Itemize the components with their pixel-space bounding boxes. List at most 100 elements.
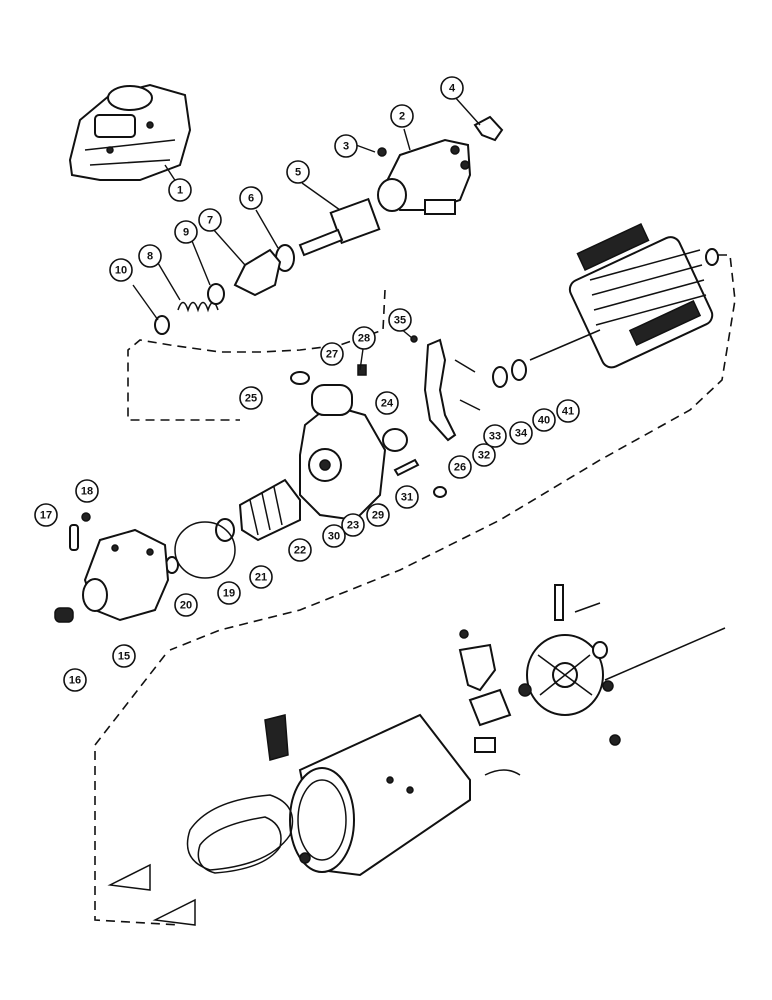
direction-arrow-upper	[107, 863, 151, 891]
callout-circle	[395, 485, 419, 509]
callout-circle	[198, 208, 222, 232]
callout-22: 22	[288, 538, 312, 562]
callout-label: 21	[255, 572, 267, 584]
callout-circle	[320, 342, 344, 366]
commutator-end-frame	[526, 584, 726, 746]
callout-label: 4	[449, 83, 456, 95]
callout-circle	[532, 408, 556, 432]
clip-part-35	[410, 335, 418, 343]
direction-arrow-lower	[152, 898, 196, 926]
callout-circle	[388, 308, 412, 332]
callout-circle	[366, 503, 390, 527]
callout-circle	[334, 134, 358, 158]
brush-holders	[458, 629, 532, 776]
callout-20: 20	[174, 593, 198, 617]
callout-33: 33	[483, 424, 507, 448]
callout-circle	[509, 421, 533, 445]
callout-1: 1	[168, 178, 192, 202]
dashed-group-upper	[127, 289, 386, 421]
callout-label: 10	[115, 265, 127, 277]
callout-label: 41	[562, 406, 574, 418]
callout-circle	[556, 399, 580, 423]
spring-part-8	[177, 301, 219, 313]
callout-34: 34	[509, 421, 533, 445]
callout-label: 1	[177, 185, 183, 197]
callout-circle	[112, 644, 136, 668]
starter-assembly-part-1	[68, 83, 192, 181]
callout-circle	[174, 220, 198, 244]
callout-7: 7	[198, 208, 222, 232]
callout-35: 35	[388, 308, 412, 332]
screw-part-3	[377, 147, 387, 157]
pin-part-34	[454, 359, 476, 373]
callout-24: 24	[375, 391, 399, 415]
callout-17: 17	[34, 503, 58, 527]
callout-label: 19	[223, 588, 235, 600]
washer-part-41	[511, 359, 527, 381]
callout-label: 35	[394, 315, 406, 327]
callout-label: 3	[343, 141, 349, 153]
callout-label: 2	[399, 111, 405, 123]
callout-circle	[440, 76, 464, 100]
callout-circle	[286, 160, 310, 184]
pin-part-17	[69, 524, 79, 551]
nut-part-26	[433, 486, 447, 498]
callout-label: 20	[180, 600, 192, 612]
armature	[529, 223, 719, 369]
solenoid-part-2	[377, 138, 472, 215]
callout-circle	[483, 424, 507, 448]
callouts: 1234567891015161718192021222324252627282…	[34, 76, 580, 692]
callout-label: 40	[538, 415, 550, 427]
callout-circle	[322, 524, 346, 548]
callout-circle	[341, 513, 365, 537]
callout-label: 34	[515, 428, 528, 440]
callout-label: 17	[40, 510, 52, 522]
callout-4: 4	[440, 76, 464, 100]
callout-label: 29	[372, 510, 384, 522]
callout-label: 28	[358, 333, 370, 345]
callout-circle	[448, 455, 472, 479]
boot-part-7	[233, 248, 282, 297]
callout-label: 16	[69, 675, 81, 687]
callout-circle	[352, 326, 376, 350]
drive-assembly-part-22	[238, 478, 301, 542]
callout-label: 7	[207, 215, 213, 227]
callout-circle	[249, 565, 273, 589]
callout-32: 32	[472, 443, 496, 467]
callout-circle	[174, 593, 198, 617]
callout-circle	[472, 443, 496, 467]
callout-circle	[34, 503, 58, 527]
ring-part-19	[174, 521, 236, 579]
callout-circle	[288, 538, 312, 562]
callout-label: 6	[248, 193, 254, 205]
callout-10: 10	[109, 258, 133, 282]
callout-23: 23	[341, 513, 365, 537]
callout-label: 18	[81, 486, 93, 498]
shift-lever-part-32	[423, 338, 457, 442]
callout-circle	[63, 668, 87, 692]
callout-31: 31	[395, 485, 419, 509]
callout-40: 40	[532, 408, 556, 432]
washer-part-10	[154, 315, 170, 335]
callout-28: 28	[352, 326, 376, 350]
plug-part-28	[357, 364, 367, 376]
callout-label: 32	[478, 450, 490, 462]
callout-6: 6	[239, 186, 263, 210]
callout-2: 2	[390, 104, 414, 128]
callout-circle	[390, 104, 414, 128]
callout-5: 5	[286, 160, 310, 184]
field-frame	[289, 713, 471, 877]
callout-41: 41	[556, 399, 580, 423]
callout-9: 9	[174, 220, 198, 244]
bolt-part-31	[393, 458, 420, 477]
callout-label: 25	[245, 393, 257, 405]
callout-circle	[138, 244, 162, 268]
dashed-group-middle	[169, 254, 736, 651]
callout-circle	[239, 186, 263, 210]
callout-label: 8	[147, 251, 153, 263]
callout-leaders	[132, 95, 481, 371]
callout-label: 24	[381, 398, 394, 410]
callout-label: 9	[183, 227, 189, 239]
dashed-group-lower	[94, 654, 181, 926]
callout-label: 33	[489, 431, 501, 443]
